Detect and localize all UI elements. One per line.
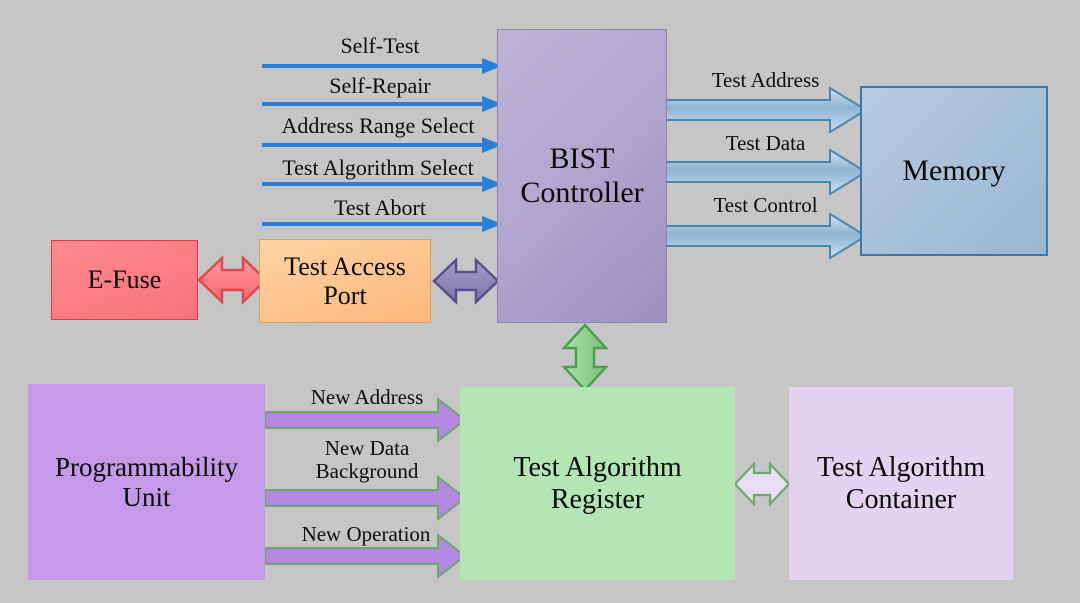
- block-efuse[interactable]: E-Fuse: [51, 240, 198, 320]
- signal-arrow-self-repair: [262, 96, 502, 112]
- block-label-bist-controller-line2: Controller: [520, 176, 644, 209]
- signal-arrow-new-operation: [264, 532, 467, 580]
- signal-arrow-test-data: [662, 148, 868, 196]
- bidirectional-arrow-tap-bist: [432, 257, 500, 305]
- block-label-test-access-port-line1: Test Access: [284, 251, 406, 281]
- block-programmability-unit[interactable]: Programmability Unit: [28, 384, 265, 580]
- signal-label-new-data-background: New Data Background: [272, 437, 462, 482]
- block-label-test-access-port-line2: Port: [323, 281, 367, 310]
- block-label-test-algorithm-register-line2: Register: [550, 483, 645, 515]
- block-test-access-port[interactable]: Test Access Port: [259, 239, 431, 323]
- signal-label-self-repair: Self-Repair: [329, 73, 431, 98]
- signal-label-new-address: New Address: [310, 385, 424, 409]
- signal-label-address-range-select: Address Range Select: [281, 113, 475, 138]
- block-label-programmability-unit-line1: Programmability: [55, 451, 238, 482]
- block-label-efuse: E-Fuse: [87, 265, 162, 295]
- block-label-bist-controller-line1: BIST: [549, 142, 615, 176]
- signal-label-test-abort: Test Abort: [334, 195, 426, 220]
- bidirectional-arrow-efuse-tap: [197, 255, 268, 305]
- signal-label-test-control: Test Control: [713, 193, 818, 217]
- signal-label-new-data-background-line2: Background: [315, 458, 419, 483]
- signal-arrow-self-test: [262, 58, 502, 74]
- block-test-algorithm-container[interactable]: Test Algorithm Container: [789, 387, 1013, 580]
- block-label-test-algorithm-register-line1: Test Algorithm: [513, 452, 682, 484]
- signal-label-new-operation: New Operation: [301, 522, 431, 546]
- block-bist-controller[interactable]: BIST Controller: [497, 29, 667, 323]
- signal-arrow-test-address: [662, 86, 868, 134]
- bidirectional-arrow-tar-container: [733, 461, 791, 507]
- block-label-programmability-unit-line2: Unit: [122, 482, 171, 512]
- block-label-test-algorithm-container-line2: Container: [845, 483, 957, 515]
- bidirectional-arrow-bist-tar: [561, 323, 609, 392]
- signal-arrow-test-abort: [262, 216, 502, 232]
- signal-arrow-new-data-background: [264, 474, 467, 522]
- signal-arrow-new-address: [264, 396, 467, 444]
- signal-arrow-test-control: [662, 212, 868, 260]
- signal-arrow-test-algorithm-select: [262, 176, 502, 192]
- signal-label-new-data-background-line1: New Data: [324, 436, 410, 460]
- block-memory[interactable]: Memory: [860, 86, 1048, 256]
- block-label-test-algorithm-container-line1: Test Algorithm: [816, 452, 986, 484]
- signal-label-test-data: Test Data: [725, 131, 806, 155]
- signal-label-test-address: Test Address: [711, 68, 820, 92]
- signal-label-self-test: Self-Test: [340, 33, 420, 58]
- signal-label-test-algorithm-select: Test Algorithm Select: [282, 155, 474, 180]
- block-test-algorithm-register[interactable]: Test Algorithm Register: [460, 387, 735, 580]
- block-label-memory: Memory: [902, 154, 1006, 188]
- signal-arrow-address-range-select: [262, 137, 502, 153]
